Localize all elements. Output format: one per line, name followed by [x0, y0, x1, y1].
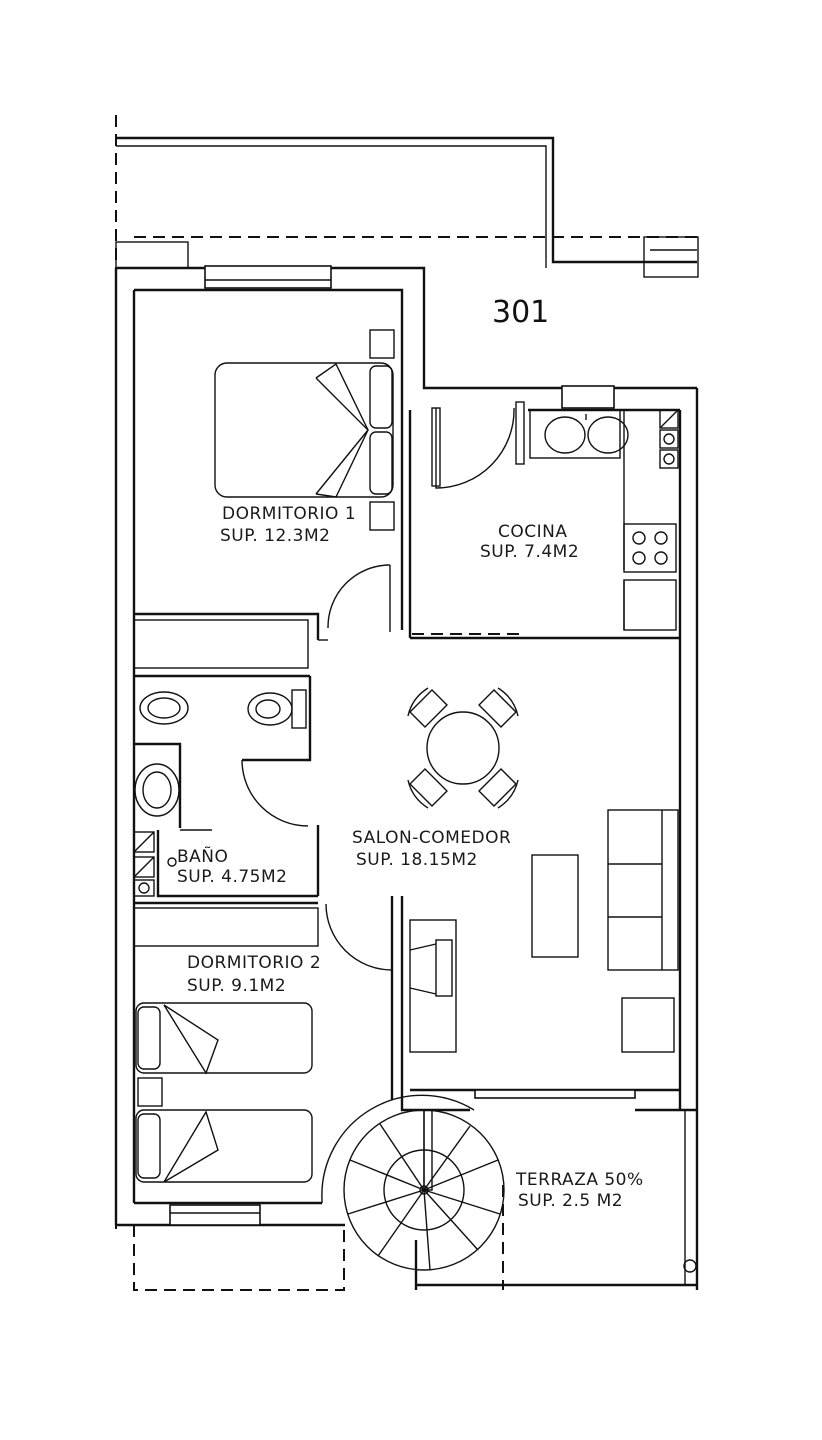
unit-number: 301: [492, 295, 549, 330]
salon-name: SALON-COMEDOR: [352, 828, 511, 848]
chair-se: [478, 768, 519, 809]
walls: [114, 266, 699, 1290]
spiral-staircase: [321, 1094, 505, 1271]
bedroom1-furniture: [214, 329, 395, 531]
bathroom-fixtures: [133, 689, 307, 897]
dormitorio1-name: DORMITORIO 1: [222, 504, 356, 524]
kitchen-fixtures: [529, 409, 679, 631]
exterior-lines: [115, 115, 699, 1291]
dormitorio2-name: DORMITORIO 2: [187, 953, 321, 973]
terraza-name: TERRAZA 50%: [515, 1170, 644, 1190]
cocina-name: COCINA: [498, 522, 567, 542]
cocina-area: SUP. 7.4M2: [480, 542, 579, 562]
chair-ne: [478, 687, 519, 728]
terraza-area: SUP. 2.5 M2: [518, 1191, 623, 1211]
bano-name: BAÑO: [177, 845, 228, 867]
bano-area: SUP. 4.75M2: [177, 867, 287, 887]
salon-furniture: [407, 687, 679, 1053]
dormitorio1-area: SUP. 12.3M2: [220, 526, 330, 546]
bedroom2-furniture: [135, 1002, 313, 1183]
chair-nw: [407, 687, 448, 728]
chair-sw: [407, 768, 448, 809]
terrace-railing: [683, 1110, 697, 1285]
windows: [169, 265, 636, 1226]
salon-area: SUP. 18.15M2: [356, 850, 478, 870]
doors: [241, 401, 525, 971]
dormitorio2-area: SUP. 9.1M2: [187, 976, 286, 996]
